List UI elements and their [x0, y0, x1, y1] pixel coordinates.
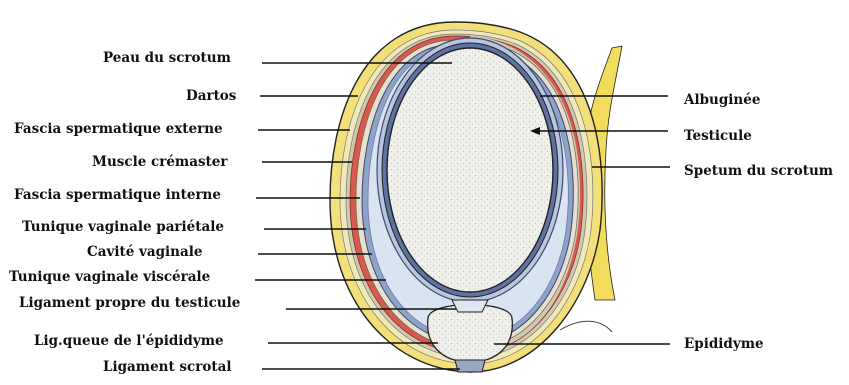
label-dartos: Dartos	[186, 88, 237, 104]
lower-right-fold	[560, 321, 612, 332]
label-tunique-vaginale-viscerale: Tunique vaginale viscérale	[9, 269, 210, 285]
label-fascia-spermatique-interne: Fascia spermatique interne	[14, 187, 221, 203]
label-lig-queue-epididyme: Lig.queue de l'épididyme	[34, 333, 224, 349]
label-epididyme: Epididyme	[684, 336, 764, 352]
label-tunique-vaginale-parietale: Tunique vaginale pariétale	[22, 219, 224, 235]
label-ligament-propre-du-testicule: Ligament propre du testicule	[19, 295, 240, 311]
scrotal-ligament	[455, 360, 485, 372]
epididymis	[428, 305, 513, 363]
testis	[387, 48, 553, 292]
label-ligament-scrotal: Ligament scrotal	[103, 359, 231, 375]
label-septum-du-scrotum: Spetum du scrotum	[684, 163, 833, 179]
label-fascia-spermatique-externe: Fascia spermatique externe	[14, 121, 223, 137]
label-albuginee: Albuginée	[683, 92, 760, 108]
label-cavite-vaginale: Cavité vaginale	[87, 244, 202, 260]
proper-ligament-of-testis	[452, 300, 488, 312]
label-testicule: Testicule	[684, 128, 752, 144]
label-peau-du-scrotum: Peau du scrotum	[103, 50, 231, 66]
label-muscle-cremaster: Muscle crémaster	[92, 154, 228, 170]
